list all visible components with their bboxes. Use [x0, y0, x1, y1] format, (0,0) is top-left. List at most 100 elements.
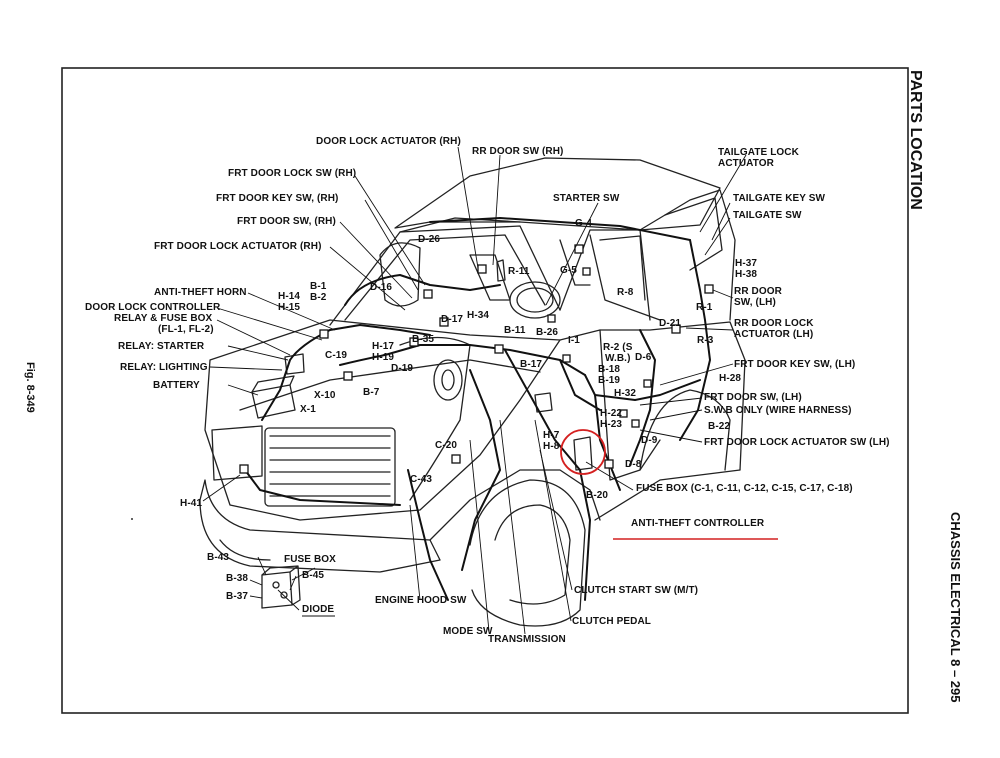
conn-g4: G-4: [575, 218, 592, 229]
label-engine-hood-sw: ENGINE HOOD SW: [375, 595, 467, 606]
conn-g5: G-5: [560, 265, 577, 276]
conn-r11: R-11: [508, 266, 530, 277]
label-relay-starter: RELAY: STARTER: [118, 341, 205, 352]
label-tailgate-key-sw: TAILGATE KEY SW: [733, 193, 826, 204]
harness-roof: [429, 217, 691, 241]
conn-d19: D-19: [391, 363, 414, 374]
roof-outline: [394, 157, 721, 231]
conn-h8: H-8: [543, 441, 560, 452]
conn-d26: D-26: [418, 234, 441, 245]
label-relay-fuse-box-sub: (FL-1, FL-2): [158, 324, 214, 335]
conn-h15: H-15: [278, 302, 301, 313]
conn-h41: H-41: [180, 498, 203, 509]
label-swb-only: S.W.B ONLY (WIRE HARNESS): [704, 405, 852, 416]
conn-h38: H-38: [735, 269, 758, 280]
label-diode: DIODE: [302, 604, 335, 615]
horn-body: [433, 359, 463, 401]
conn-b37: B-37: [226, 591, 249, 602]
conn-wb: W.B.): [605, 353, 631, 364]
conn-b45: B-45: [302, 570, 325, 581]
chapter-title: CHASSIS ELECTRICAL 8 – 295: [948, 512, 963, 703]
label-starter-sw: STARTER SW: [553, 193, 620, 204]
front-wheel: [469, 479, 586, 627]
conn-d8: D-8: [625, 459, 642, 470]
windshield: [329, 225, 561, 326]
label-rr-door-lock-actuator-lh-2: ACTUATOR (LH): [734, 329, 814, 340]
label-battery: BATTERY: [153, 380, 200, 391]
conn-h23: H-23: [600, 419, 623, 430]
conn-h14: H-14: [278, 291, 301, 302]
label-rr-door-lock-actuator-lh-1: RR DOOR LOCK: [734, 318, 814, 329]
conn-b1: B-1: [310, 281, 327, 292]
label-frt-door-sw-lh: FRT DOOR SW, (LH): [704, 392, 802, 403]
label-tailgate-sw: TAILGATE SW: [733, 210, 802, 221]
conn-b20: B-20: [586, 490, 609, 501]
label-anti-theft-horn: ANTI-THEFT HORN: [154, 287, 247, 298]
label-fuse-box-c: FUSE BOX (C-1, C-11, C-12, C-15, C-17, C…: [636, 483, 853, 494]
conn-r3: R-3: [697, 335, 714, 346]
label-rr-door-sw-lh-2: SW, (LH): [734, 297, 776, 308]
conn-r1: R-1: [696, 302, 713, 313]
conn-b43: B-43: [207, 552, 230, 563]
label-anti-theft-controller: ANTI-THEFT CONTROLLER: [631, 518, 765, 529]
label-frt-door-key-sw-lh: FRT DOOR KEY SW, (LH): [734, 359, 856, 370]
conn-d17: D-17: [441, 314, 464, 325]
conn-d6: D-6: [635, 352, 652, 363]
label-tailgate-lock-actuator-2: ACTUATOR: [718, 158, 774, 169]
conn-r8: R-8: [617, 287, 634, 298]
label-frt-door-sw-rh: FRT DOOR SW, (RH): [237, 216, 336, 227]
conn-c20: C-20: [435, 440, 458, 451]
grille: [264, 427, 396, 507]
fuse-box-module: [261, 571, 293, 609]
conn-b35: B-35: [412, 334, 435, 345]
label-tailgate-lock-actuator-1: TAILGATE LOCK: [718, 147, 799, 158]
label-frt-door-lock-actuator-rh: FRT DOOR LOCK ACTUATOR (RH): [154, 241, 322, 252]
label-clutch-pedal: CLUTCH PEDAL: [572, 616, 651, 627]
conn-d21: D-21: [659, 318, 682, 329]
label-relay-lighting: RELAY: LIGHTING: [120, 362, 208, 373]
anti-theft-controller-highlight: [560, 429, 606, 475]
conn-b26: B-26: [536, 327, 559, 338]
conn-h37: H-37: [735, 258, 758, 269]
section-title: PARTS LOCATION: [907, 70, 924, 210]
leader-door-lock-actuator-rh: [457, 146, 479, 269]
conn-h7: H-7: [543, 430, 560, 441]
conn-b19: B-19: [598, 375, 621, 386]
conn-h28: H-28: [719, 373, 742, 384]
front-bumper: [199, 479, 441, 573]
conn-d9: D-9: [641, 435, 658, 446]
label-rr-door-sw-lh-1: RR DOOR: [734, 286, 782, 297]
conn-b22: B-22: [708, 421, 731, 432]
conn-b7: B-7: [363, 387, 380, 398]
conn-h22: H-22: [600, 408, 623, 419]
page-frame: [61, 67, 909, 714]
label-relay-fuse-box: RELAY & FUSE BOX: [114, 313, 213, 324]
label-frt-door-lock-actuator-sw-lh: FRT DOOR LOCK ACTUATOR SW (LH): [704, 437, 890, 448]
conn-b18: B-18: [598, 364, 621, 375]
conn-x1: X-1: [300, 404, 316, 415]
label-frt-door-lock-sw-rh: FRT DOOR LOCK SW (RH): [228, 168, 357, 179]
figure-number: Fig. 8-349: [24, 362, 36, 413]
label-transmission: TRANSMISSION: [488, 634, 566, 645]
conn-h32: H-32: [614, 388, 637, 399]
conn-b38: B-38: [226, 573, 249, 584]
label-door-lock-controller: DOOR LOCK CONTROLLER: [85, 302, 221, 313]
label-frt-door-key-sw-rh: FRT DOOR KEY SW, (RH): [216, 193, 339, 204]
conn-c43: C-43: [410, 474, 433, 485]
battery-box: [251, 384, 296, 419]
conn-b11: B-11: [504, 325, 526, 336]
conn-d16: D-16: [370, 282, 393, 293]
conn-b2: B-2: [310, 292, 327, 303]
label-fuse-box: FUSE BOX: [284, 554, 336, 565]
conn-h19: H-19: [372, 352, 395, 363]
conn-c19: C-19: [325, 350, 348, 361]
conn-h34: H-34: [467, 310, 490, 321]
label-rr-door-sw-rh: RR DOOR SW (RH): [472, 146, 564, 157]
conn-r2: R-2 (S: [603, 342, 633, 353]
label-door-lock-actuator-rh: DOOR LOCK ACTUATOR (RH): [316, 136, 461, 147]
label-mode-sw: MODE SW: [443, 626, 493, 637]
conn-b17: B-17: [520, 359, 543, 370]
rear-wheel: [639, 389, 731, 471]
